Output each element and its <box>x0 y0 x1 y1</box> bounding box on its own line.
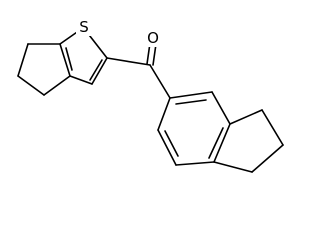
bond <box>69 75 93 85</box>
bond <box>211 91 231 125</box>
bond <box>43 75 71 96</box>
benzene-ring <box>157 91 231 166</box>
sulfur-atom: S <box>76 17 92 36</box>
bond <box>152 43 157 66</box>
bond <box>175 99 207 105</box>
bond <box>17 75 45 96</box>
bond <box>164 130 179 157</box>
bond <box>157 129 177 166</box>
bond <box>229 109 263 125</box>
bond <box>65 47 73 71</box>
bond <box>175 161 215 166</box>
cyclopentane-ring-left <box>17 43 71 96</box>
bond <box>149 64 171 99</box>
oxygen-atom-label: O <box>147 29 159 47</box>
bond <box>91 57 108 85</box>
bond <box>169 91 213 99</box>
bond <box>106 57 151 66</box>
bond <box>157 97 171 131</box>
bond <box>261 109 284 146</box>
bond <box>208 127 224 159</box>
bond <box>17 43 29 77</box>
bond <box>89 59 103 81</box>
molecule-structure: S O <box>17 17 284 173</box>
oxygen-atom: O <box>145 28 162 47</box>
bond <box>251 144 284 173</box>
thiophene-ring <box>59 29 108 85</box>
carbonyl-group <box>106 42 171 99</box>
bond <box>213 123 231 163</box>
sulfur-atom-label: S <box>79 18 89 36</box>
cyclopentane-ring-right <box>213 109 284 173</box>
bond <box>59 43 71 77</box>
bond <box>213 161 253 173</box>
